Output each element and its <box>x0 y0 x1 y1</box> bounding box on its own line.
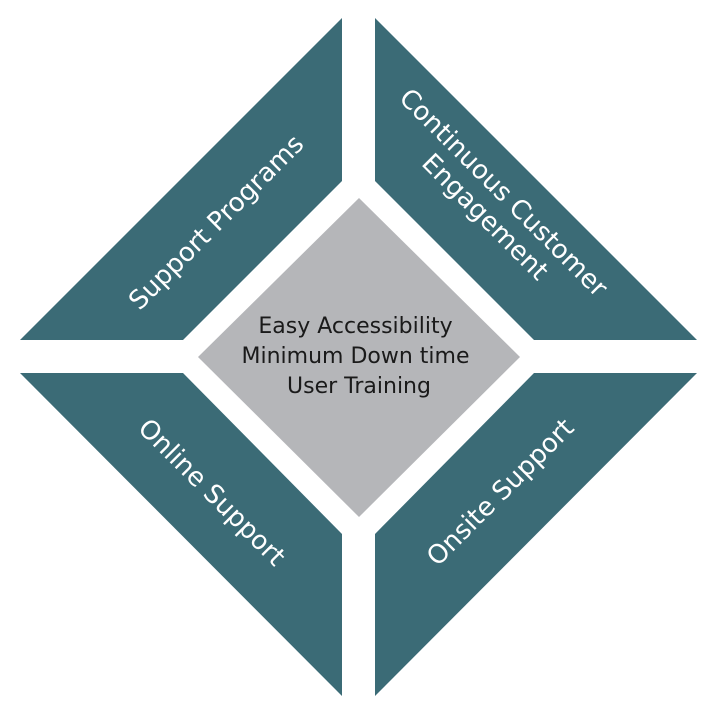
center-line-1: Easy Accessibility <box>258 314 452 339</box>
quadrant-bottom-right <box>375 373 697 696</box>
center-line-3: User Training <box>287 374 431 399</box>
quadrant-top-left <box>20 18 342 340</box>
center-text: Easy Accessibility Minimum Down time Use… <box>242 314 477 399</box>
quadrant-bottom-left <box>20 373 342 696</box>
center-line-2: Minimum Down time <box>242 344 470 369</box>
quadrant-top-right <box>375 18 697 340</box>
center-diamond <box>198 198 520 517</box>
